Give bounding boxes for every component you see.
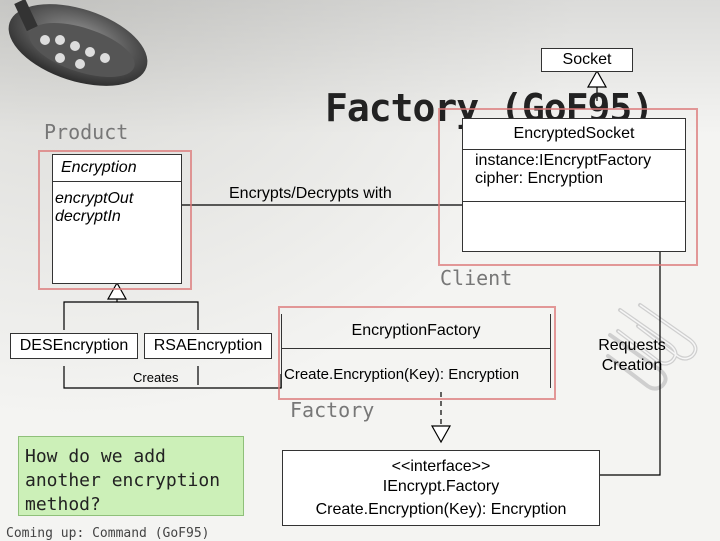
rsa-encryption-class: RSAEncryption bbox=[144, 333, 272, 359]
encrypted-socket-name: EncryptedSocket bbox=[463, 119, 685, 150]
question-note: How do we add another encryption method? bbox=[18, 436, 244, 516]
encrypted-socket-attr-instance: instance:IEncryptFactory bbox=[475, 152, 652, 169]
socket-class: Socket bbox=[541, 48, 633, 72]
requests-creation-label: Requests Creation bbox=[598, 337, 666, 374]
encryption-inheritance-arrow bbox=[106, 281, 128, 300]
factory-region-label: Factory bbox=[290, 398, 375, 422]
encryption-factory-class: EncryptionFactory Create.Encryption(Key)… bbox=[281, 314, 551, 388]
encrypts-association-label: Encrypts/Decrypts with bbox=[229, 185, 392, 202]
coming-up-footer: Coming up: Command (GoF95) bbox=[6, 526, 210, 541]
paperclips-image bbox=[606, 303, 698, 391]
requests-creation-line bbox=[600, 251, 661, 476]
interface-realization-arrow bbox=[430, 425, 452, 444]
socket-class-name: Socket bbox=[562, 51, 612, 68]
encryption-method-decrypt: decryptIn bbox=[55, 208, 121, 225]
encryption-class: Encryption encryptOut decryptIn bbox=[52, 154, 182, 284]
encrypted-socket-divider bbox=[463, 201, 685, 202]
encrypted-socket-attr-cipher: cipher: Encryption bbox=[475, 170, 604, 187]
interface-method: Create.Encryption(Key): Encryption bbox=[315, 501, 567, 518]
des-encryption-class: DESEncryption bbox=[10, 333, 138, 359]
desk-lamp-image bbox=[8, 0, 148, 86]
client-region-label: Client bbox=[440, 266, 513, 290]
iencrypt-factory-interface: <<interface>> IEncrypt.Factory Create.En… bbox=[282, 450, 600, 526]
subclass-line bbox=[63, 301, 199, 330]
question-note-text: How do we add another encryption method? bbox=[25, 446, 221, 515]
encryption-method-encrypt: encryptOut bbox=[55, 190, 134, 207]
encryption-factory-divider bbox=[282, 348, 550, 349]
client-region-outline bbox=[438, 108, 698, 266]
socket-inheritance-arrow bbox=[586, 69, 608, 88]
interface-stereotype: <<interface>> bbox=[391, 458, 491, 475]
factory-region-outline bbox=[278, 306, 556, 400]
des-encryption-name: DESEncryption bbox=[19, 337, 129, 354]
encryption-class-name: Encryption bbox=[53, 155, 181, 182]
interface-name: IEncrypt.Factory bbox=[382, 478, 500, 495]
encryption-factory-method: Create.Encryption(Key): Encryption bbox=[284, 366, 520, 383]
rsa-encryption-name: RSAEncryption bbox=[153, 337, 263, 354]
product-region-outline bbox=[38, 150, 192, 290]
creates-label: Creates bbox=[133, 370, 179, 385]
encryption-factory-name: EncryptionFactory bbox=[351, 322, 481, 339]
encrypted-socket-class: EncryptedSocket instance:IEncryptFactory… bbox=[462, 118, 686, 252]
product-region-label: Product bbox=[44, 120, 129, 144]
